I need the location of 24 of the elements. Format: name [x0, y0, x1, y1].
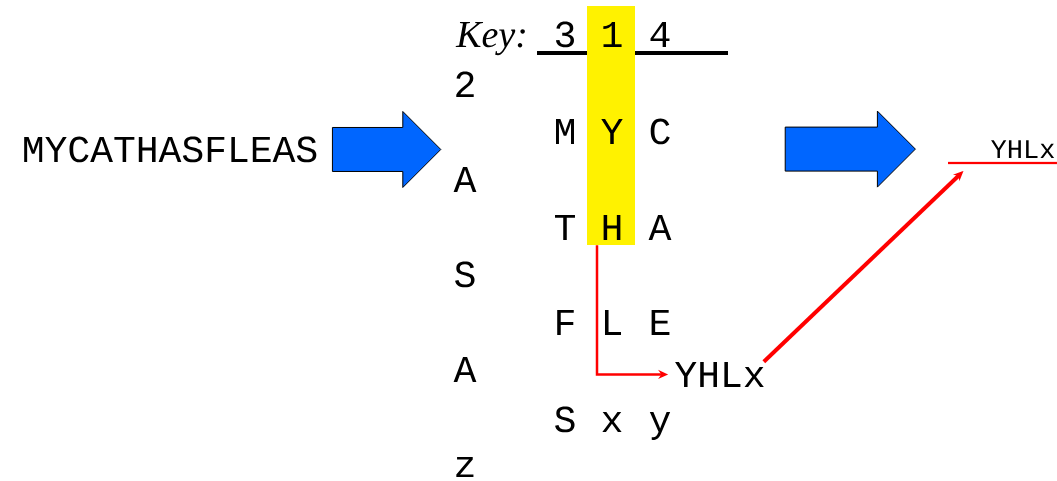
- letter: 4: [650, 21, 670, 47]
- letter: A: [648, 214, 672, 240]
- plaintext: MYCATHASFLEAS: [24, 136, 317, 163]
- letter: x: [602, 411, 622, 432]
- letter: M: [556, 118, 574, 144]
- letter: 3: [555, 21, 574, 48]
- letter: E: [651, 309, 670, 335]
- letter: S: [455, 261, 475, 288]
- key-label: Key:: [455, 22, 525, 56]
- letter: A: [453, 356, 477, 382]
- letter: C: [650, 118, 670, 145]
- letter: y: [649, 411, 671, 440]
- letter: A: [453, 166, 477, 192]
- letter: L: [605, 309, 621, 335]
- letter: S: [555, 406, 575, 433]
- block-arrow: [331, 110, 442, 188]
- block-arrow: [784, 110, 916, 188]
- letter: 2: [456, 71, 474, 97]
- letter: z: [456, 456, 474, 477]
- letter: T: [555, 214, 575, 240]
- underlined-ciphertext: YHLx: [948, 140, 1057, 165]
- ciphertext: YHLx: [675, 361, 764, 387]
- highlighted-column: 1 Y H: [587, 6, 635, 245]
- letter: F: [557, 309, 574, 335]
